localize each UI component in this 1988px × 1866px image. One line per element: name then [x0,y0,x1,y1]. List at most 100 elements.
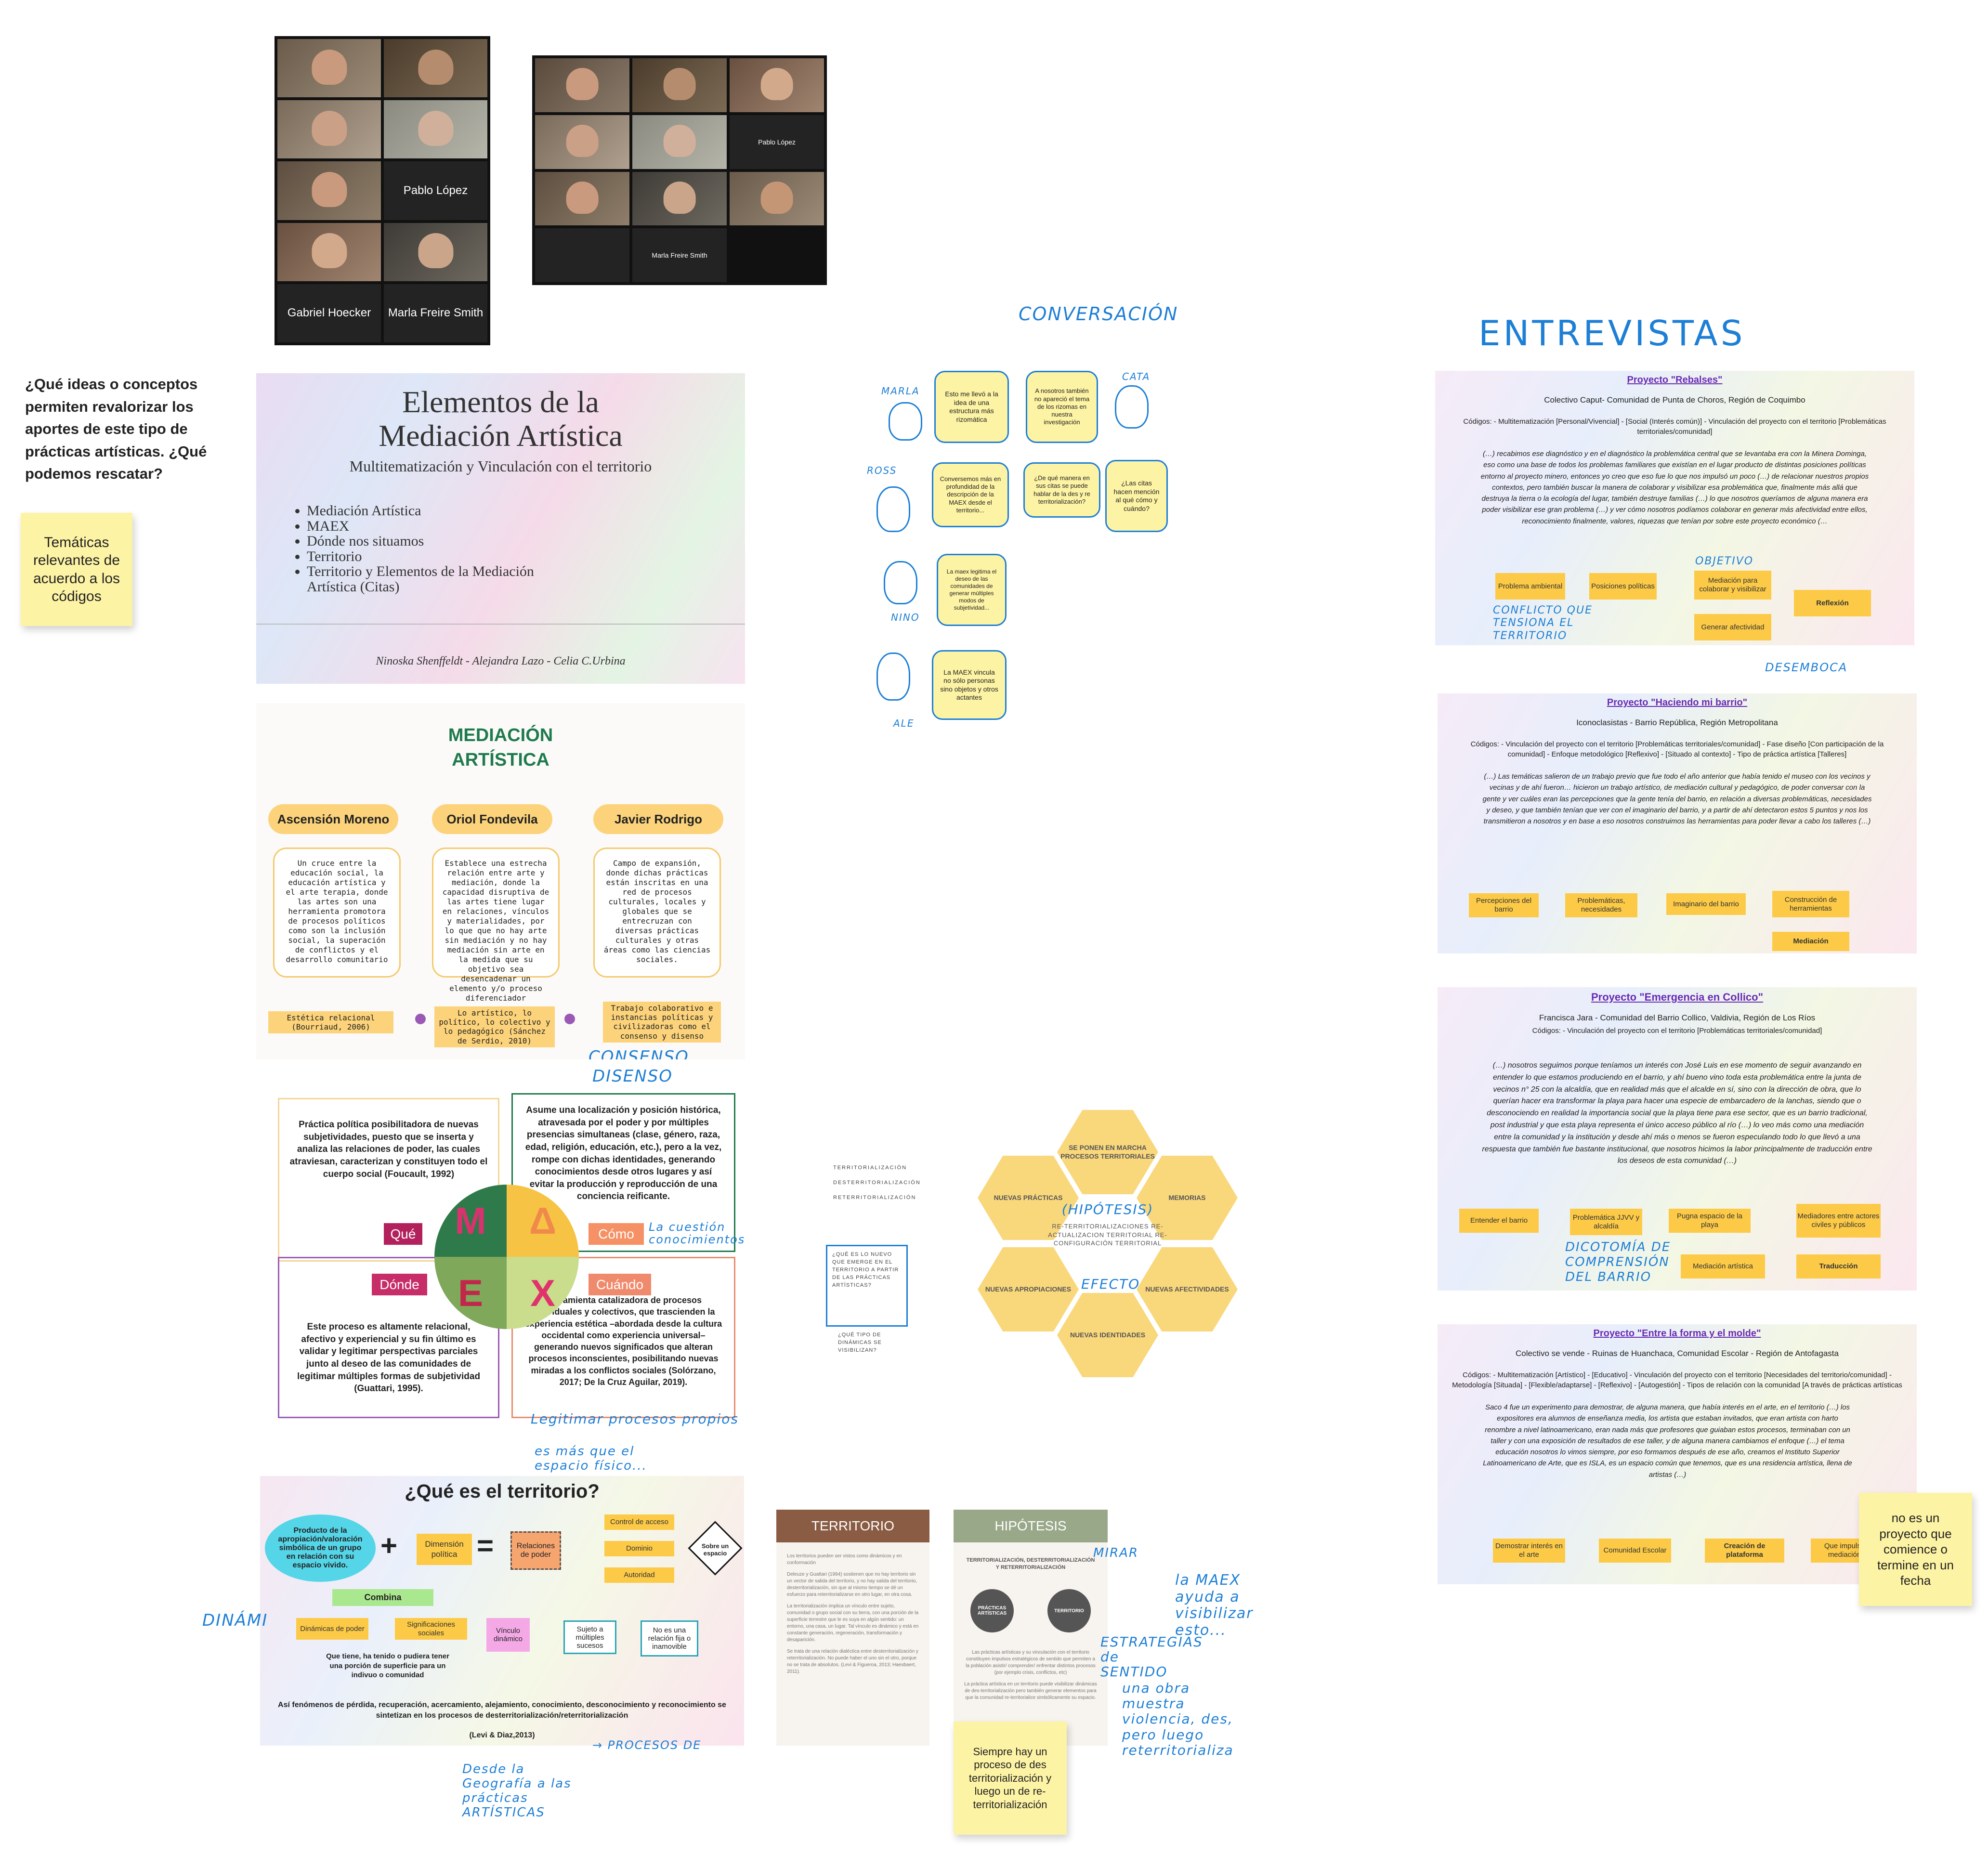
participant-name: Pablo López [758,138,796,146]
participant-name [384,223,487,281]
label-como: Cómo [589,1223,644,1245]
flow-box: Traducción [1796,1254,1881,1279]
slide-mediacion[interactable]: MEDIACIÓN ARTÍSTICA Ascensión Moreno Ori… [256,703,745,1059]
zoom-tile [277,161,381,220]
flow-box: Comunidad Escolar [1599,1539,1671,1563]
slide-title-line1: Elementos de la [402,385,599,419]
bullet-item: MAEX [307,518,581,534]
interview-card[interactable]: Proyecto "Entre la forma y el molde" Col… [1438,1324,1917,1584]
maex-circle: M Δ E X [434,1185,579,1329]
interview-title: Proyecto "Entre la forma y el molde" [1593,1328,1761,1339]
handwritten-note: DESEMBOCA [1765,661,1848,674]
hex-diagram[interactable]: TERRITORIALIZACIÓN DESTERRITORIALIZACIÓN… [819,1088,1252,1401]
zoom-tile [384,222,487,281]
bullet-item: Dónde nos situamos [307,534,581,549]
equals-sign: = [477,1529,494,1562]
interview-title: Proyecto "Haciendo mi barrio" [1607,697,1748,708]
circle-territorio: TERRITORIO [1047,1589,1091,1632]
handwritten-note: DINÁMI [202,1611,268,1630]
slide-territorio[interactable]: ¿Qué es el territorio? Producto de la ap… [260,1476,744,1746]
maex-que-text: Práctica política posibilitadora de nuev… [278,1098,499,1262]
hex-cell: NUEVAS IDENTIDADES [1057,1293,1158,1377]
handwritten-note: una obra muestra violencia, des, pero lu… [1122,1680,1234,1758]
speech-bubble[interactable]: La maex legitima el deseo de las comunid… [937,554,1007,626]
speech-bubble[interactable]: ¿De qué manera en sus citas se puede hab… [1023,462,1100,518]
interview-codes: Códigos: - Vinculación del proyecto con … [1532,1027,1822,1035]
hex-cell: SE PONEN EN MARCHA PROCESOS TERRITORIALE… [1057,1110,1158,1194]
handwritten-note: OBJETIVO [1695,555,1754,567]
participant-name [384,100,487,158]
territorio-card[interactable]: TERRITORIO Los territorios pueden ser vi… [776,1510,929,1746]
interview-codes: Códigos: - Multitematización [Artístico]… [1452,1371,1902,1389]
box-dominio: Dominio [604,1541,674,1556]
side-list: TERRITORIALIZACIÓN DESTERRITORIALIZACIÓN… [833,1161,920,1205]
slide-heading-line1: MEDIACIÓN [448,725,553,745]
slide-title[interactable]: Elementos de la Mediación Artística Mult… [256,373,745,684]
speech-bubble[interactable]: La MAEX vincula no sólo personas sino ob… [932,650,1007,720]
zoom-tile: Marla Freire Smith [632,228,727,282]
sticky-note-tematicas[interactable]: Temáticas relevantes de acuerdo a los có… [21,513,132,626]
box-control: Control de acceso [604,1514,674,1530]
maex-como-text: Asume una localización y posición histór… [511,1093,735,1252]
sticky-note-territorializacion[interactable]: Siempre hay un proceso de des territoria… [954,1722,1067,1835]
flow-box: Imaginario del barrio [1666,893,1746,915]
box-relaciones: Relaciones de poder [510,1531,561,1570]
participant-name [535,58,629,112]
speech-bubble[interactable]: Esto me llevó a la idea de una estructur… [934,371,1009,443]
zoom-tile: Pablo López [730,115,824,169]
plus-sign: + [380,1529,398,1562]
flow-box: Problemática JJVV y alcaldía [1570,1209,1642,1235]
participant-name: Marla Freire Smith [652,251,707,260]
interview-title: Proyecto "Emergencia en Collico" [1591,991,1764,1003]
interview-card[interactable]: Proyecto "Rebalses" Colectivo Caput- Com… [1435,371,1914,645]
side-question: ¿QUÉ TIPO DE DINÁMICAS SE VISIBILIZAN? [838,1332,882,1353]
hipotesis-card[interactable]: HIPÓTESIS TERRITORIALIZACIÓN, DESTERRITO… [954,1510,1108,1746]
handwritten-note: → PROCESOS DE [592,1738,702,1752]
participant-name [535,115,629,169]
flow-box: Reflexión [1794,590,1871,616]
person-label: CATA [1122,371,1151,382]
box-autoridad: Autoridad [604,1567,674,1583]
card-subhead: TERRITORIALIZACIÓN, DESTERRITORIALIZACIÓ… [966,1557,1095,1571]
speech-bubble[interactable]: ¿Las citas hacen mención al qué cómo y c… [1105,460,1168,532]
person-label: MARLA [881,385,920,397]
entrevistas-title: ENTREVISTAS [1478,313,1746,353]
zoom-tile [277,39,381,98]
interview-card[interactable]: Proyecto "Emergencia en Collico" Francis… [1438,987,1917,1291]
flow-box: Construcción de herramientas [1772,891,1849,917]
handwritten-note: CONFLICTO QUE TENSIONA EL TERRITORIO [1493,604,1593,642]
zoom-tile [535,115,629,169]
box-fija: No es una relación fija o inamovible [641,1620,698,1657]
handwritten-note: la MAEX ayuda a visibilizar esto... [1175,1572,1254,1639]
interview-quote: Saco 4 fue un experimento para demostrar… [1483,1403,1852,1479]
interview-place: Iconoclasistas - Barrio República, Regió… [1576,718,1778,727]
zoom-tile [632,171,727,226]
label-que: Qué [384,1223,422,1245]
handwritten-note: ESTRATEGIAS de SENTIDO [1100,1634,1203,1680]
participant-name [535,228,629,282]
person-label: ROSS [867,465,897,476]
participant-name: Gabriel Hoecker [287,306,371,320]
card-title: HIPÓTESIS [954,1510,1108,1542]
interview-title: Proyecto "Rebalses" [1627,375,1723,385]
slide-maex[interactable]: Práctica política posibilitadora de nuev… [256,1091,745,1428]
speech-bubble[interactable]: A nosotros también no apareció el tema d… [1026,371,1098,443]
zoom-tile [632,58,727,112]
slide-heading-line2: ARTÍSTICA [452,750,549,770]
label-donde: Dónde [372,1274,427,1295]
slide-heading: ¿Qué es el territorio? [405,1481,600,1502]
letter-e: E [434,1257,507,1329]
interview-place: Francisca Jara - Comunidad del Barrio Co… [1539,1013,1816,1022]
interview-card[interactable]: Proyecto "Haciendo mi barrio" Iconoclasi… [1438,693,1917,953]
author-tag: Lo artístico, lo político, lo colectivo … [434,1006,555,1047]
flow-box: Posiciones políticas [1589,573,1657,600]
slide-title-line2: Mediación Artística [379,418,623,453]
zoom-tile: Marla Freire Smith [384,284,487,342]
box-vinculo: Vínculo dinámico [486,1618,530,1652]
card-paragraph: La territorialización implica un vínculo… [787,1604,919,1643]
sticky-note-fecha[interactable]: no es un proyecto que comience o termine… [1859,1493,1972,1606]
interview-codes: Códigos: - Multitematización [Personal/V… [1463,418,1886,436]
participant-name [384,39,487,97]
speech-bubble[interactable]: Conversemos más en profundidad de la des… [932,462,1009,527]
zoom-tile [535,228,629,282]
